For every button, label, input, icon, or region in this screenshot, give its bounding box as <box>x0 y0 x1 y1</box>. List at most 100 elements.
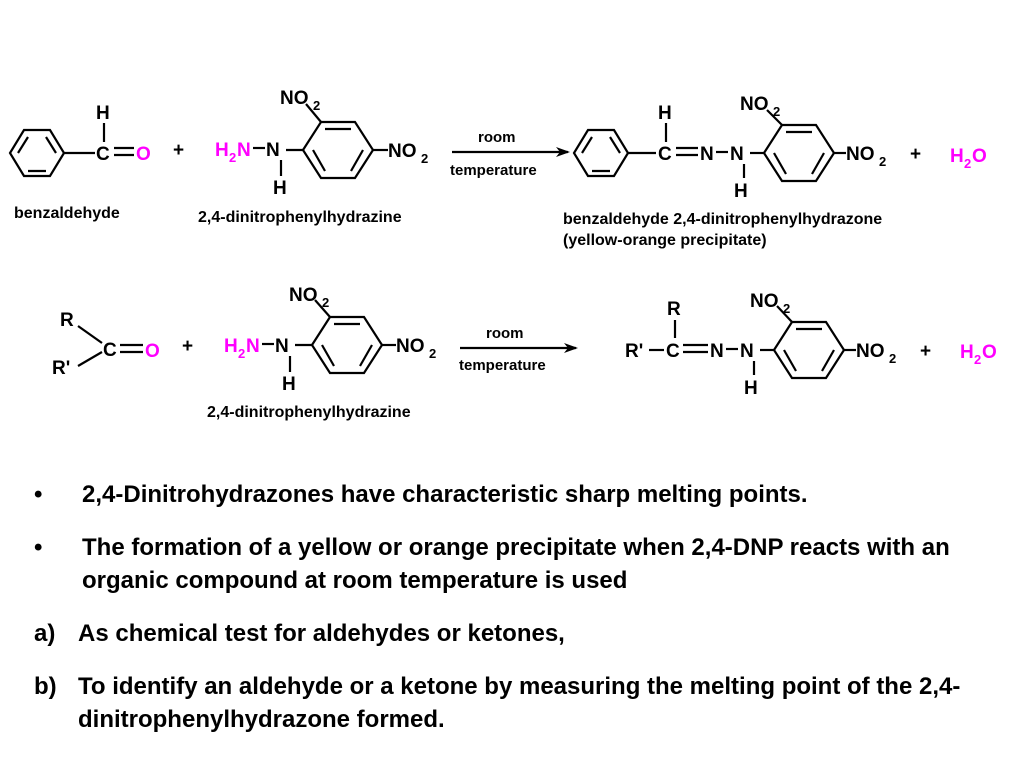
atom-h: H <box>734 181 748 202</box>
subscript-2: 2 <box>229 150 236 165</box>
atom-n: N <box>710 341 724 362</box>
atom-no: NO <box>280 88 309 109</box>
bond-line <box>783 349 797 372</box>
bullet-marker: • <box>34 481 43 508</box>
bond-line <box>8 128 66 178</box>
subscript-2: 2 <box>889 351 896 366</box>
dnp-label: 2,4-dinitrophenylhydrazine <box>198 209 402 226</box>
atom-c: C <box>103 340 117 361</box>
atom-h: H <box>215 140 229 161</box>
ketone-hydrazone-structure: R R' C N N H NO 2 NO 2 <box>625 291 896 399</box>
atom-n: N <box>700 144 714 165</box>
bond-line <box>359 344 373 367</box>
water-byproduct: H 2 O <box>960 342 997 367</box>
hydrazone-structure: H C N N H NO 2 NO 2 <box>572 94 886 202</box>
note-text: 2,4-Dinitrohydrazones have characteristi… <box>82 481 808 508</box>
bond-line <box>776 305 793 323</box>
condition-temperature: temperature <box>450 162 537 179</box>
atom-c: C <box>658 144 672 165</box>
water-byproduct: H 2 O <box>950 146 987 171</box>
subscript-2: 2 <box>429 346 436 361</box>
atom-no: NO <box>740 94 769 115</box>
condition-temperature: temperature <box>459 357 546 374</box>
bond-line <box>17 136 29 154</box>
subscript-2: 2 <box>974 352 981 367</box>
atom-h: H <box>273 178 287 199</box>
atom-n: N <box>275 336 289 357</box>
reaction-scheme: H C O benzaldehyde + H 2 N N H NO 2 NO 2… <box>8 88 997 421</box>
bond-line <box>572 128 630 178</box>
note-text: As chemical test for aldehydes or ketone… <box>78 620 565 647</box>
atom-o: O <box>982 342 997 363</box>
atom-o: O <box>145 341 160 362</box>
atom-n: N <box>266 140 280 161</box>
atom-r: R <box>667 299 681 320</box>
dnp-label: 2,4-dinitrophenylhydrazine <box>207 404 411 421</box>
condition-room: room <box>478 129 516 146</box>
bond-line <box>773 152 787 175</box>
atom-h: H <box>950 146 964 167</box>
atom-h: H <box>658 103 672 124</box>
subscript-2: 2 <box>783 301 790 316</box>
bond-line <box>77 325 103 344</box>
atom-h: H <box>224 336 238 357</box>
note-item: b) To identify an aldehyde or a ketone b… <box>34 670 1014 736</box>
atom-o: O <box>972 146 987 167</box>
bond-line <box>350 149 364 172</box>
atom-r-prime: R' <box>52 358 70 379</box>
atom-no: NO <box>846 144 875 165</box>
atom-n: N <box>246 336 260 357</box>
subscript-2: 2 <box>322 295 329 310</box>
benzaldehyde-label: benzaldehyde <box>14 205 120 222</box>
list-marker: a) <box>34 620 56 647</box>
bond-line <box>314 299 331 318</box>
atom-no: NO <box>289 285 318 306</box>
atom-no: NO <box>750 291 779 312</box>
bond-line <box>312 149 326 172</box>
note-item: • The formation of a yellow or orange pr… <box>34 531 1014 597</box>
bond-line <box>77 351 103 367</box>
plus-sign: + <box>182 336 193 357</box>
atom-no: NO <box>396 336 425 357</box>
atom-r-prime: R' <box>625 341 643 362</box>
subscript-2: 2 <box>238 346 245 361</box>
atom-no: NO <box>856 341 885 362</box>
subscript-2: 2 <box>964 156 971 171</box>
bullet-marker: • <box>34 534 43 561</box>
atom-o: O <box>136 144 151 165</box>
bond-line <box>45 136 57 154</box>
subscript-2: 2 <box>421 151 428 166</box>
dnp-structure: H 2 N N H NO 2 NO 2 <box>215 88 428 199</box>
atom-h: H <box>744 378 758 399</box>
note-item: a) As chemical test for aldehydes or ket… <box>34 617 1014 650</box>
ketone-structure: R R' C O <box>52 310 160 379</box>
atom-n: N <box>237 140 251 161</box>
plus-sign: + <box>173 140 184 161</box>
atom-no: NO <box>388 141 417 162</box>
atom-c: C <box>96 144 110 165</box>
atom-n: N <box>740 341 754 362</box>
subscript-2: 2 <box>313 98 320 113</box>
atom-h: H <box>960 342 974 363</box>
dnp-structure: H 2 N N H NO 2 NO 2 <box>224 285 436 395</box>
note-text: The formation of a yellow or orange prec… <box>82 534 950 594</box>
condition-room: room <box>486 325 524 342</box>
bond-line <box>581 136 593 154</box>
plus-sign: + <box>920 341 931 362</box>
plus-sign: + <box>910 144 921 165</box>
atom-h: H <box>282 374 296 395</box>
bond-line <box>811 152 825 175</box>
atom-r: R <box>60 310 74 331</box>
note-text: To identify an aldehyde or a ketone by m… <box>78 673 961 733</box>
list-marker: b) <box>34 673 57 700</box>
bond-line <box>321 344 335 367</box>
atom-h: H <box>96 103 110 124</box>
note-item: • 2,4-Dinitrohydrazones have characteris… <box>34 478 1014 511</box>
subscript-2: 2 <box>773 104 780 119</box>
atom-c: C <box>666 341 680 362</box>
bond-line <box>305 103 322 123</box>
product-note: (yellow-orange precipitate) <box>563 232 767 249</box>
subscript-2: 2 <box>879 154 886 169</box>
benzaldehyde-structure: H C O <box>8 103 151 178</box>
bond-line <box>821 349 835 372</box>
